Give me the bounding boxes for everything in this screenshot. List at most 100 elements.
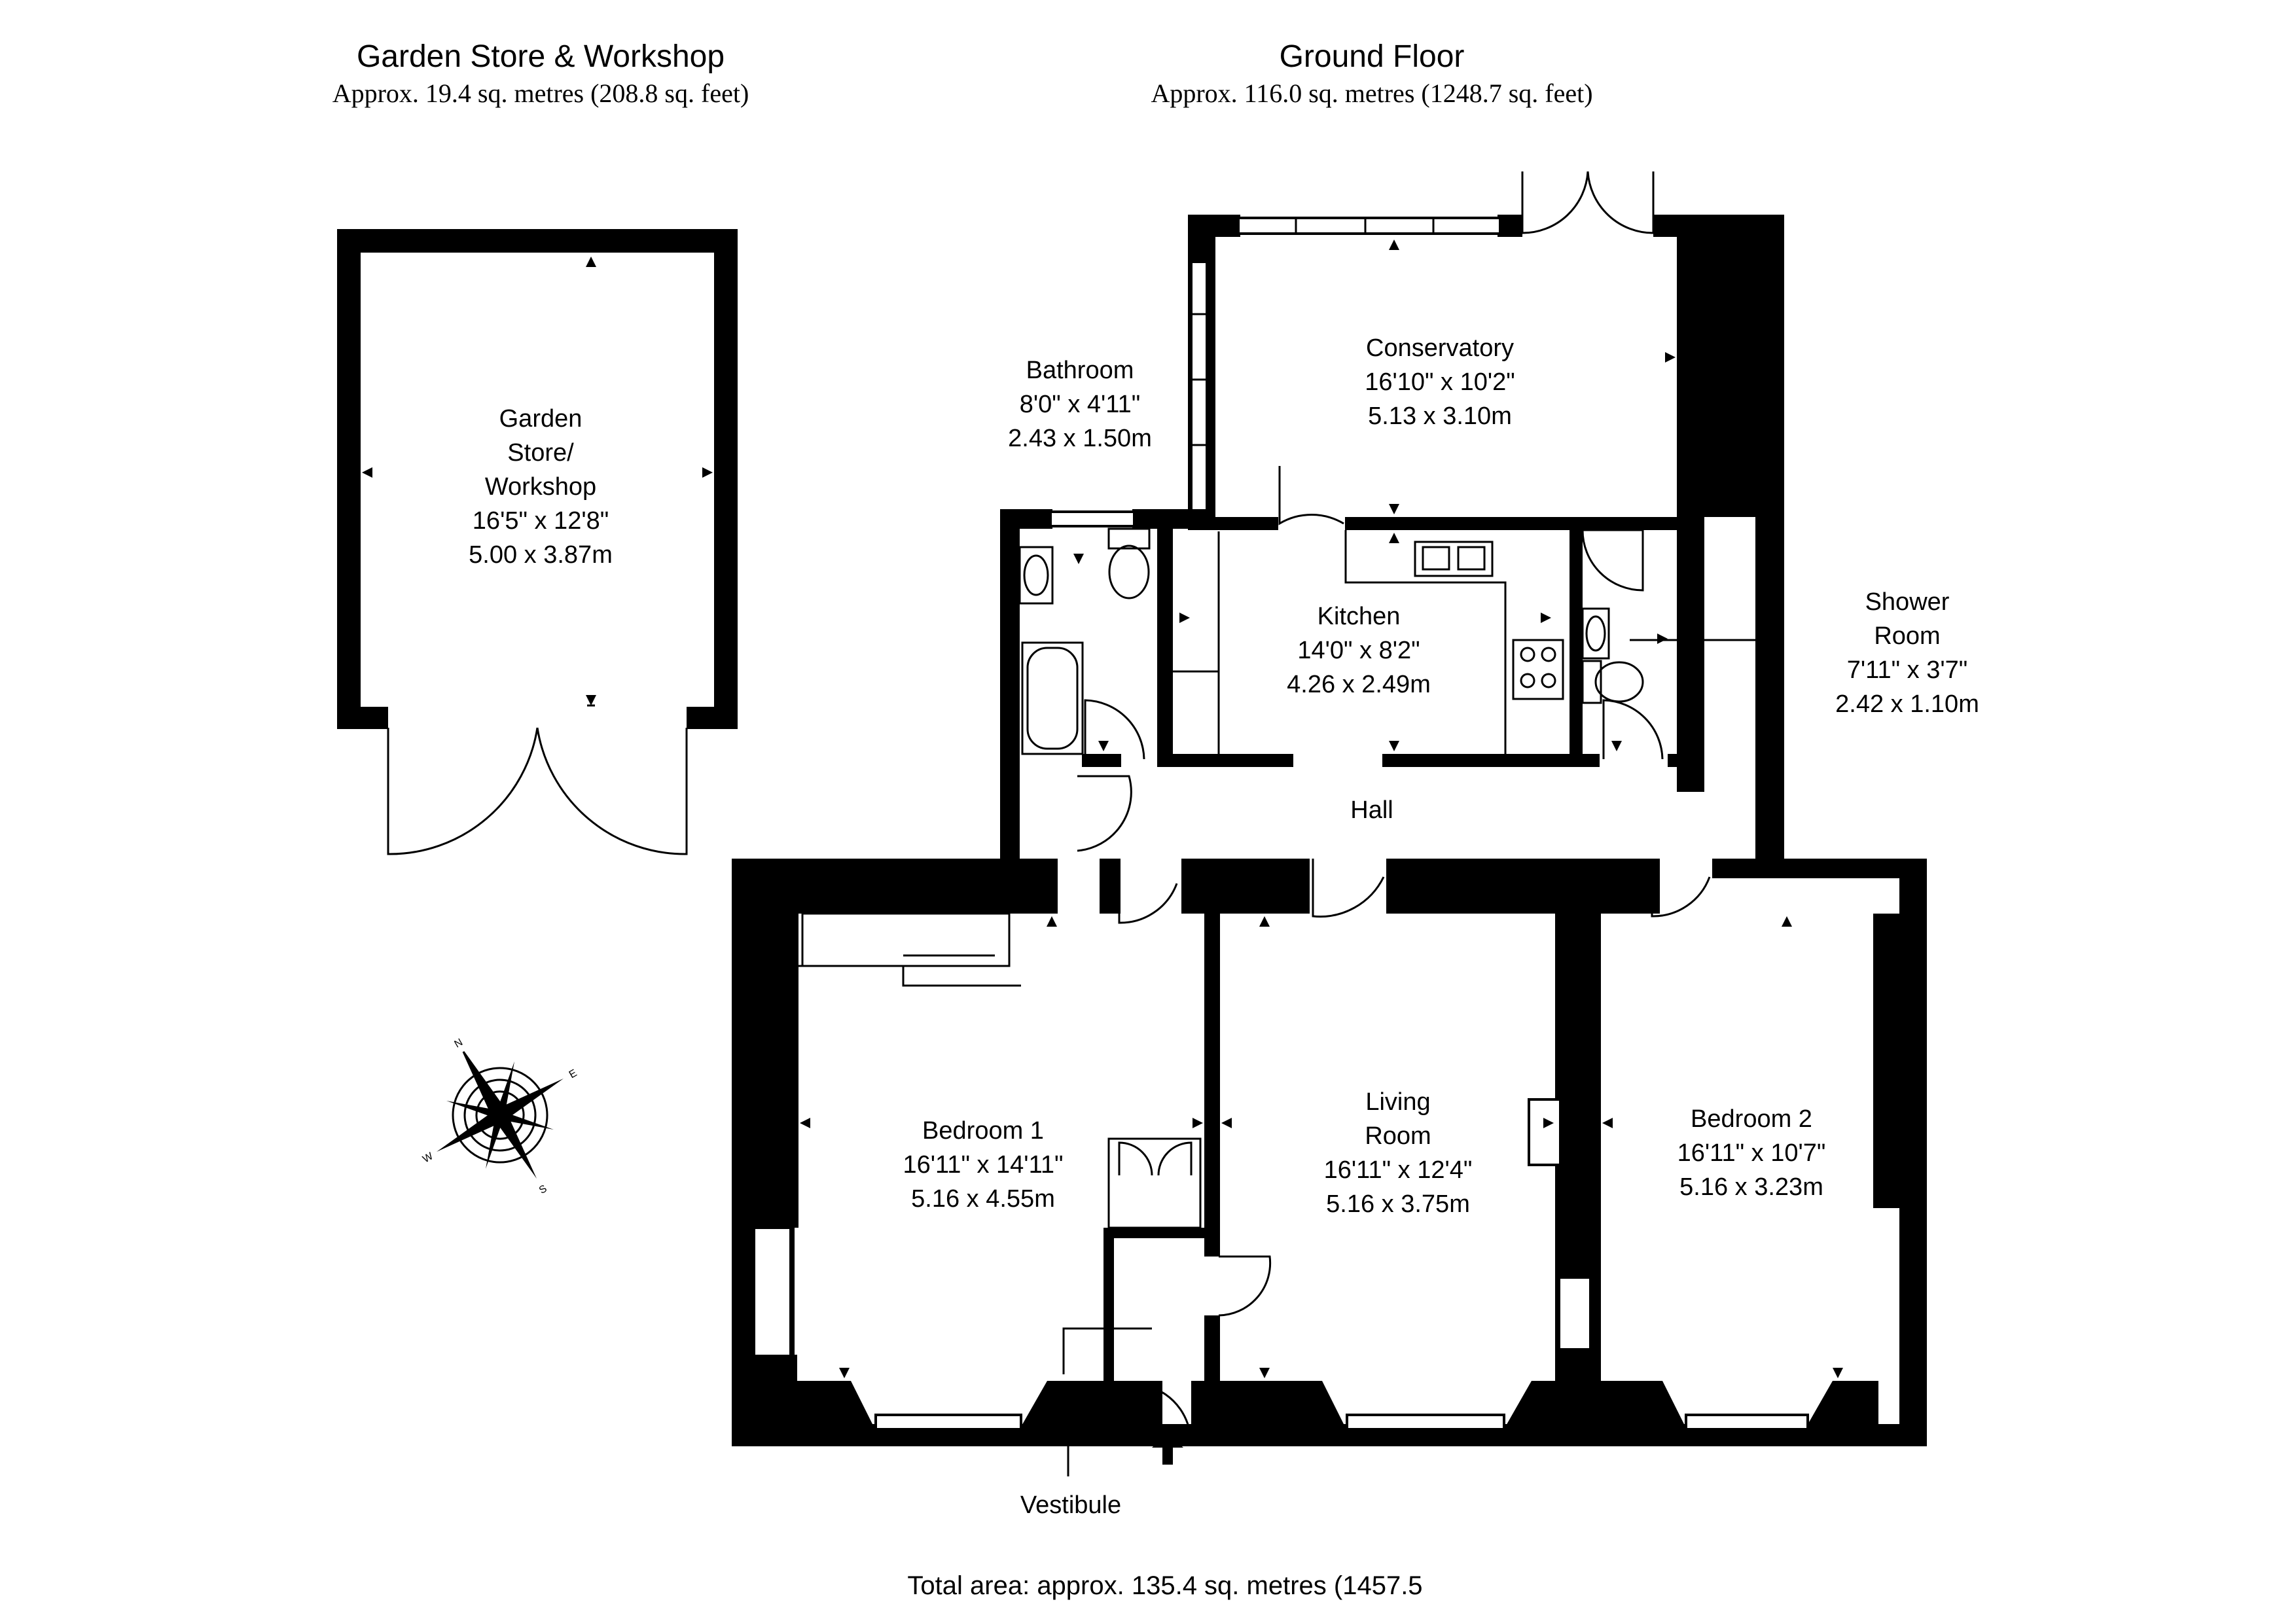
shower-room-basin bbox=[1581, 607, 1610, 660]
front-door bbox=[1126, 1383, 1190, 1427]
kitchen-name: Kitchen bbox=[1318, 603, 1401, 630]
shower-room-metric: 2.42 x 1.10m bbox=[1835, 690, 1979, 718]
garden-store-line-3: Workshop bbox=[485, 473, 596, 501]
conservatory-door-right bbox=[1587, 171, 1655, 234]
bedroom2-metric: 5.16 x 3.23m bbox=[1679, 1173, 1823, 1201]
kitchen-counter bbox=[1344, 530, 1507, 754]
room-label-bathroom: Bathroom 8'0" x 4'11" 2.43 x 1.50m bbox=[1008, 357, 1152, 452]
conservatory-top-window bbox=[1237, 217, 1501, 235]
compass-east: E bbox=[567, 1067, 579, 1080]
kitchen-imperial: 14'0" x 8'2" bbox=[1297, 637, 1420, 664]
conservatory-left-window bbox=[1190, 260, 1208, 512]
bathroom-basin bbox=[1018, 546, 1054, 605]
garden-store-top-wall bbox=[337, 229, 738, 253]
kitchen-hob bbox=[1512, 639, 1564, 700]
bathroom-name: Bathroom bbox=[1026, 357, 1134, 384]
shower-room-imperial: 7'11" x 3'7" bbox=[1847, 656, 1967, 684]
compass-north: N bbox=[452, 1037, 465, 1050]
bathroom-metric: 2.43 x 1.50m bbox=[1008, 425, 1152, 452]
garden-store-bottom-wall-left bbox=[337, 707, 388, 729]
kitchen-metric: 4.26 x 2.49m bbox=[1287, 671, 1431, 698]
conservatory-metric: 5.13 x 3.10m bbox=[1368, 402, 1512, 430]
fixtures bbox=[1018, 527, 1784, 1476]
bedroom2-imperial: 16'11" x 10'7" bbox=[1677, 1139, 1826, 1167]
garden-store-imperial: 16'5" x 12'8" bbox=[473, 507, 609, 535]
dimension-arrow bbox=[586, 257, 596, 267]
dimension-arrow bbox=[362, 467, 372, 478]
shower-tray bbox=[1581, 529, 1644, 592]
room-label-shower-room: Shower Room 7'11" x 3'7" 2.42 x 1.10m bbox=[1835, 588, 1979, 718]
compass-south: S bbox=[537, 1183, 549, 1196]
garden-store-door-left bbox=[387, 727, 539, 855]
bathroom-window bbox=[1049, 510, 1136, 527]
room-label-bedroom2: Bedroom 2 16'11" x 10'7" 5.16 x 3.23m bbox=[1677, 1105, 1826, 1201]
garden-store-line-1: Garden bbox=[499, 405, 583, 433]
bathroom-door bbox=[1084, 699, 1145, 760]
conservatory-imperial: 16'10" x 10'2" bbox=[1365, 368, 1515, 396]
bedroom2-door bbox=[1651, 859, 1711, 918]
kitchen-sink bbox=[1414, 541, 1494, 577]
bedroom1-door bbox=[1118, 859, 1178, 924]
living-room-line-1: Living bbox=[1365, 1088, 1430, 1116]
garden-store-line-2: Store/ bbox=[507, 439, 574, 467]
shower-room-line-2: Room bbox=[1874, 622, 1940, 650]
kitchen-door bbox=[1278, 466, 1344, 526]
compass-west: W bbox=[421, 1150, 435, 1166]
garden-store-left-wall bbox=[337, 229, 361, 729]
room-label-vestibule: Vestibule bbox=[1020, 1491, 1121, 1519]
dimension-arrow bbox=[586, 695, 596, 705]
garden-store-door-right bbox=[536, 727, 688, 855]
living-room-window bbox=[1346, 1414, 1505, 1431]
room-label-conservatory: Conservatory 16'10" x 10'2" 5.13 x 3.10m bbox=[1365, 334, 1515, 430]
room-label-garden-store: Garden Store/ Workshop 16'5" x 12'8" 5.0… bbox=[469, 405, 613, 569]
conservatory-door-left bbox=[1521, 171, 1589, 234]
garden-store-building bbox=[337, 229, 738, 855]
cupboard-door-right bbox=[1157, 1141, 1193, 1176]
ground-floor-header: Ground Floor Approx. 116.0 sq. metres (1… bbox=[1151, 39, 1592, 108]
bathroom-toilet bbox=[1107, 527, 1151, 550]
garden-store-bottom-wall-right bbox=[687, 707, 738, 729]
dimension-arrows bbox=[800, 240, 1898, 1378]
bedroom2-name: Bedroom 2 bbox=[1691, 1105, 1812, 1133]
dimension-arrow bbox=[702, 467, 713, 478]
living-room-imperial: 16'11" x 12'4" bbox=[1324, 1156, 1473, 1184]
living-room-line-2: Room bbox=[1365, 1122, 1431, 1150]
room-label-living-room: Living Room 16'11" x 12'4" 5.16 x 3.75m bbox=[1324, 1088, 1473, 1218]
total-area-footer: Total area: approx. 135.4 sq. metres (14… bbox=[907, 1571, 1422, 1600]
windows bbox=[753, 217, 1809, 1431]
bedroom1-imperial: 16'11" x 14'11" bbox=[903, 1151, 1063, 1179]
garden-store-header-title: Garden Store & Workshop bbox=[357, 39, 725, 74]
hall-cupboard-door bbox=[1077, 775, 1132, 852]
bedroom1-cupboard bbox=[1107, 1137, 1202, 1229]
entrance-arrow bbox=[1152, 1433, 1183, 1448]
shower-room-toilet bbox=[1581, 660, 1602, 704]
vestibule-inner-door bbox=[1218, 1255, 1272, 1317]
room-label-bedroom1: Bedroom 1 16'11" x 14'11" 5.16 x 4.55m bbox=[903, 1117, 1063, 1213]
bedroom1-side-window bbox=[753, 1226, 792, 1357]
garden-store-metric: 5.00 x 3.87m bbox=[469, 541, 613, 569]
living-room-door bbox=[1312, 859, 1385, 918]
ground-floor-header-title: Ground Floor bbox=[1280, 39, 1465, 74]
ground-floor-header-area: Approx. 116.0 sq. metres (1248.7 sq. fee… bbox=[1151, 79, 1592, 108]
bedroom2-window bbox=[1685, 1414, 1809, 1431]
garden-store-header-area: Approx. 19.4 sq. metres (208.8 sq. feet) bbox=[332, 79, 749, 108]
ground-floor-walls bbox=[732, 215, 1927, 1446]
bedroom1-name: Bedroom 1 bbox=[922, 1117, 1044, 1145]
bathroom-imperial: 8'0" x 4'11" bbox=[1020, 391, 1140, 418]
shower-room-door bbox=[1602, 699, 1664, 760]
room-label-kitchen: Kitchen 14'0" x 8'2" 4.26 x 2.49m bbox=[1287, 603, 1431, 698]
bedroom1-window bbox=[874, 1414, 1022, 1431]
conservatory-name: Conservatory bbox=[1366, 334, 1514, 362]
bedroom1-metric: 5.16 x 4.55m bbox=[911, 1185, 1055, 1213]
compass-rose-icon: N E S W bbox=[421, 1037, 579, 1196]
hall-name: Hall bbox=[1350, 796, 1393, 824]
room-label-hall: Hall bbox=[1350, 796, 1393, 824]
living-room-metric: 5.16 x 3.75m bbox=[1326, 1190, 1470, 1218]
living-room-side-window bbox=[1558, 1276, 1592, 1351]
bathtub bbox=[1021, 641, 1084, 755]
bedroom1-wardrobe bbox=[801, 912, 1011, 967]
shower-room-line-1: Shower bbox=[1865, 588, 1950, 616]
doors bbox=[796, 171, 1711, 1427]
garden-store-right-wall bbox=[714, 229, 738, 729]
